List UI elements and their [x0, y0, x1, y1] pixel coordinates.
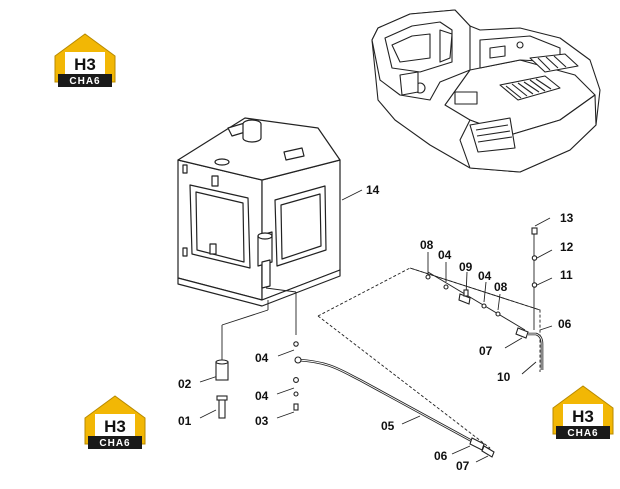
- leader-lines: [199, 189, 553, 463]
- svg-text:H3: H3: [74, 55, 96, 74]
- callout-06: 06: [434, 449, 448, 463]
- callout-07: 07: [479, 344, 493, 358]
- callout-07: 07: [456, 459, 470, 473]
- brand-logo-bottom-right: H3 CHA6: [552, 385, 614, 440]
- callout-08: 08: [420, 238, 434, 252]
- cab-assembly-illustration: [177, 117, 341, 307]
- brand-logo-top-left: H3 CHA6: [54, 33, 116, 88]
- callout-09: 09: [459, 260, 473, 274]
- callout-02: 02: [178, 377, 192, 391]
- svg-text:H3: H3: [572, 407, 594, 426]
- callout-06: 06: [558, 317, 572, 331]
- excavator-overview-illustration: [371, 9, 601, 173]
- svg-text:CHA6: CHA6: [69, 76, 100, 87]
- brand-logo-bottom-left: H3 CHA6: [84, 395, 146, 450]
- hose-and-fittings-illustration: [215, 227, 544, 458]
- callout-04: 04: [255, 351, 269, 365]
- callout-12: 12: [560, 240, 574, 254]
- callout-labels: 14 13 12 11 08 04 09 04 08 06 07 10 04 0…: [178, 183, 574, 473]
- callout-14: 14: [366, 183, 380, 197]
- callout-05: 05: [381, 419, 395, 433]
- callout-10: 10: [497, 370, 511, 384]
- callout-04: 04: [438, 248, 452, 262]
- callout-03: 03: [255, 414, 269, 428]
- callout-04: 04: [478, 269, 492, 283]
- callout-04: 04: [255, 389, 269, 403]
- callout-01: 01: [178, 414, 192, 428]
- callout-11: 11: [560, 268, 573, 282]
- svg-text:CHA6: CHA6: [99, 438, 130, 449]
- callout-13: 13: [560, 211, 574, 225]
- svg-text:CHA6: CHA6: [567, 428, 598, 439]
- svg-text:H3: H3: [104, 417, 126, 436]
- callout-08: 08: [494, 280, 508, 294]
